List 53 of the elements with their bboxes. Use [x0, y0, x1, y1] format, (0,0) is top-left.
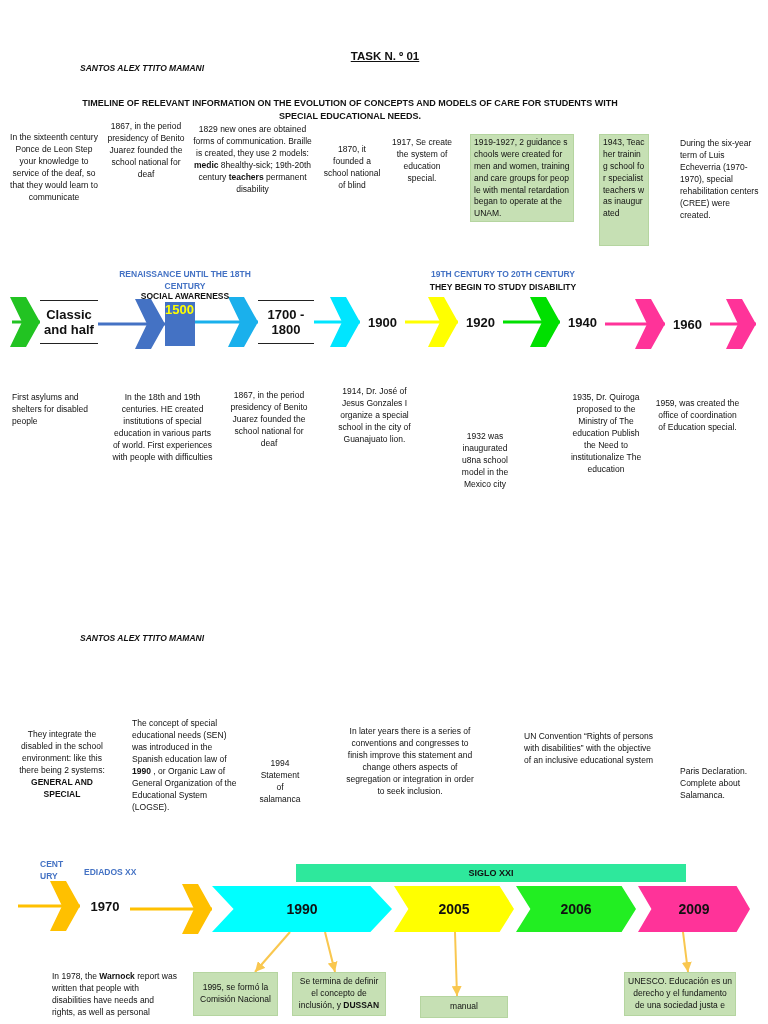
author-name: SANTOS ALEX TTITO MAMANI [80, 62, 206, 75]
event-note: UN Convention “Rights of persons with disabilities” with the objective of an inclusive educational system [524, 730, 654, 767]
task-heading: TASK N. º 01 [349, 49, 421, 64]
period-heading: EDIADOS XX [84, 866, 138, 879]
note-box: 1995, se formó la Comisión Nacional [193, 972, 278, 1016]
year-label: 1920 [458, 300, 503, 344]
arrow [254, 931, 291, 973]
event-note: 1932 was inaugurated u8na school model in the Mexico city [460, 430, 510, 491]
diagram-title: TIMELINE OF RELEVANT INFORMATION ON THE EVOLUTION OF CONCEPTS AND MODELS OF CARE FOR STUDENTS WITH SPECIAL EDUCATIONAL NEEDS. [81, 97, 619, 122]
arrow [451, 931, 462, 997]
year-label: 1900 [360, 300, 405, 344]
event-note: In the 18th and 19th centuries. HE created institutions of special education in various parts of world. First experiences with people with difficulties [111, 391, 214, 464]
era-bar: SIGLO XXI [296, 864, 686, 882]
note-box: manual [420, 996, 508, 1018]
period-heading: 19TH CENTURY TO 20TH CENTURY [429, 268, 577, 281]
note-box: UNESCO. Educación es un derecho y el fundamento de una sociedad justa e [624, 972, 736, 1016]
event-note: 1935, Dr. Quiroga proposed to the Ministry of The education Publish the Need to institutionalize The education [569, 391, 643, 476]
year-label: Classic and half [40, 300, 98, 344]
year-label: 1960 [665, 302, 710, 346]
timeline-segment: 1990 [212, 886, 392, 932]
arrow [681, 931, 692, 973]
period-subheading: THEY BEGIN TO STUDY DISABILITY [428, 281, 578, 294]
event-note: 1994 Statement of salamanca [258, 757, 302, 806]
event-note: 1917, Se create the system of education special. [392, 136, 452, 185]
event-note: In 1978, the Warnock report was written that people with disabilities have needs and rights, as well as personal [52, 970, 177, 1019]
note-box: 1919-1927, 2 guidance schools were created for men and women, training and care groups for people with mental retardation began to operate at the UNAM. [470, 134, 574, 222]
event-note: 1914, Dr. José of Jesus Gonzales I organize a special school in the city of Guanajuato lion. [337, 385, 412, 446]
year-label: 1700 - 1800 [258, 300, 314, 344]
event-note: 1870, it founded a school national of blind [322, 143, 382, 192]
event-note: The concept of special educational needs (SEN) was introduced in the Spanish education law of 1990 , or Organic Law of General Organization of the Educational System (LOGSE). [132, 717, 238, 814]
period-subheading: SOCIAL AWARENESS [139, 290, 231, 303]
event-note: 1867, in the period presidency of Benito Juarez founded the school national for deaf [229, 389, 309, 450]
event-note: Paris Declaration. Complete about Salamanca. [680, 765, 749, 802]
event-note: During the six-year term of Luis Echeverria (1970-1970), special rehabilitation centers (CREE) were created. [680, 137, 760, 222]
event-note: 1959, was created the office of coordination of Education special. [655, 397, 740, 434]
author-name: SANTOS ALEX TTITO MAMANI [80, 632, 206, 645]
period-heading: CENTURY [40, 858, 65, 883]
event-note: 1829 new ones are obtained forms of communication. Braille is created, they use 2 models: medic 8healthy-sick; 19th-20th century teachers permanent disability [192, 123, 313, 196]
arrow [324, 931, 338, 973]
timeline-segment: 2006 [516, 886, 636, 932]
year-label: 1970 [80, 888, 130, 924]
year-box: 1500 [165, 302, 195, 346]
timeline-segment: 2005 [394, 886, 514, 932]
event-note: They integrate the disabled in the school environment: like this there being 2 systems: GENERAL AND SPECIAL [18, 728, 106, 801]
event-note: First asylums and shelters for disabled people [12, 391, 90, 428]
note-box: Se termina de definir el concepto de inclusión, y DUSSAN [292, 972, 386, 1016]
year-label: 1940 [560, 300, 605, 344]
event-note: 1867, in the period presidency of Benito Juarez founded the school national for deaf [106, 120, 186, 181]
period-heading: RENAISSANCE UNTIL THE 18TH CENTURY [118, 268, 252, 293]
note-box: 1943, Teacher training school for specialist teachers was inaugurated [599, 134, 649, 246]
event-note: In later years there is a series of conventions and congresses to finish improve this statement and change others aspects of segregation or integration in order to seek inclusion. [345, 725, 475, 798]
timeline-segment: 2009 [638, 886, 750, 932]
event-note: In the sixteenth century Ponce de Leon Step your knowledge to service of the deaf, so that they would learn to communicate [10, 131, 98, 204]
